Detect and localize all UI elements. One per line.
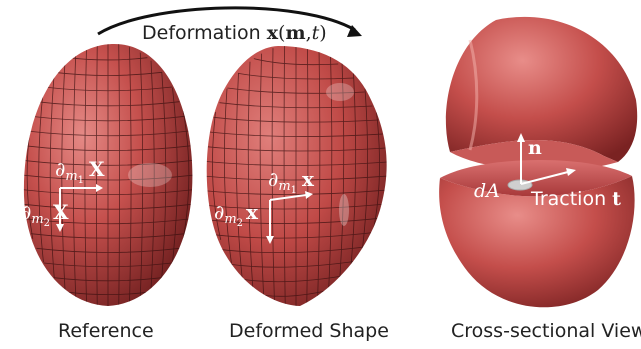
mesh-line xyxy=(349,72,357,280)
mesh-line xyxy=(38,87,44,263)
caption-deformed: Deformed Shape xyxy=(229,320,389,342)
mesh-line xyxy=(161,71,167,279)
mesh-line xyxy=(61,60,66,290)
cross-arrows xyxy=(517,133,576,185)
mesh-line xyxy=(213,231,379,239)
reference-shape xyxy=(23,43,193,306)
def-basis-arrow-horizontal xyxy=(269,194,307,201)
mesh-line xyxy=(224,88,232,264)
cross-lower-cut xyxy=(440,160,632,197)
traction-arrowhead xyxy=(566,168,576,176)
mesh-line xyxy=(206,146,386,152)
mesh-line xyxy=(219,245,373,254)
deformed-basis xyxy=(266,191,313,244)
mesh-line xyxy=(283,46,286,306)
mesh-line xyxy=(150,60,155,290)
mesh-line xyxy=(247,61,254,291)
traction-arrow xyxy=(520,171,569,185)
mesh-line xyxy=(212,112,222,240)
mesh-line xyxy=(227,87,365,94)
deformation-arrow xyxy=(97,6,356,36)
area-label: dA xyxy=(474,180,500,202)
mesh-line xyxy=(72,52,77,298)
mesh-line xyxy=(84,47,87,303)
mesh-line xyxy=(172,87,178,263)
mesh-line xyxy=(182,111,190,239)
caption-reference: Reference xyxy=(58,320,154,342)
mesh-line xyxy=(213,116,379,123)
mesh-line xyxy=(129,47,132,303)
mesh-line xyxy=(338,61,345,291)
ref-basis-arrowhead-vertical xyxy=(56,224,64,232)
deformation-arrowhead xyxy=(347,25,362,37)
normal-label: n xyxy=(528,137,542,159)
mesh-line xyxy=(327,53,333,299)
mesh-line xyxy=(209,131,383,137)
cross-upper-piece xyxy=(445,16,638,162)
mesh-line xyxy=(139,52,144,298)
ref-basis-arrowhead-horizontal xyxy=(96,184,103,192)
mesh-line xyxy=(238,72,354,80)
mesh-line xyxy=(219,102,373,109)
mesh-line xyxy=(49,71,55,279)
mesh-line xyxy=(317,48,321,304)
mesh-line xyxy=(206,175,387,181)
mesh-line xyxy=(360,88,368,264)
mesh-line xyxy=(259,53,265,299)
def-basis-arrowhead-horizontal xyxy=(305,191,313,199)
deformed-shape xyxy=(206,46,387,306)
mesh-line xyxy=(235,72,243,280)
mesh-line xyxy=(206,189,387,195)
mesh-line xyxy=(118,44,120,306)
reference-basis xyxy=(56,184,103,232)
mesh-line xyxy=(96,44,98,306)
mesh-line xyxy=(306,46,309,306)
deformation-label: Deformation x(m,t) xyxy=(142,22,327,44)
normal-arrowhead xyxy=(517,133,525,142)
mesh-line xyxy=(253,58,339,66)
def-basis-arrowhead-vertical xyxy=(266,236,274,244)
mesh-line xyxy=(209,217,383,224)
mesh-line xyxy=(271,48,275,304)
cross-section-shape xyxy=(439,16,638,308)
caption-cross-section: Cross-sectional View xyxy=(451,320,641,342)
cross-lower-piece xyxy=(439,176,635,308)
